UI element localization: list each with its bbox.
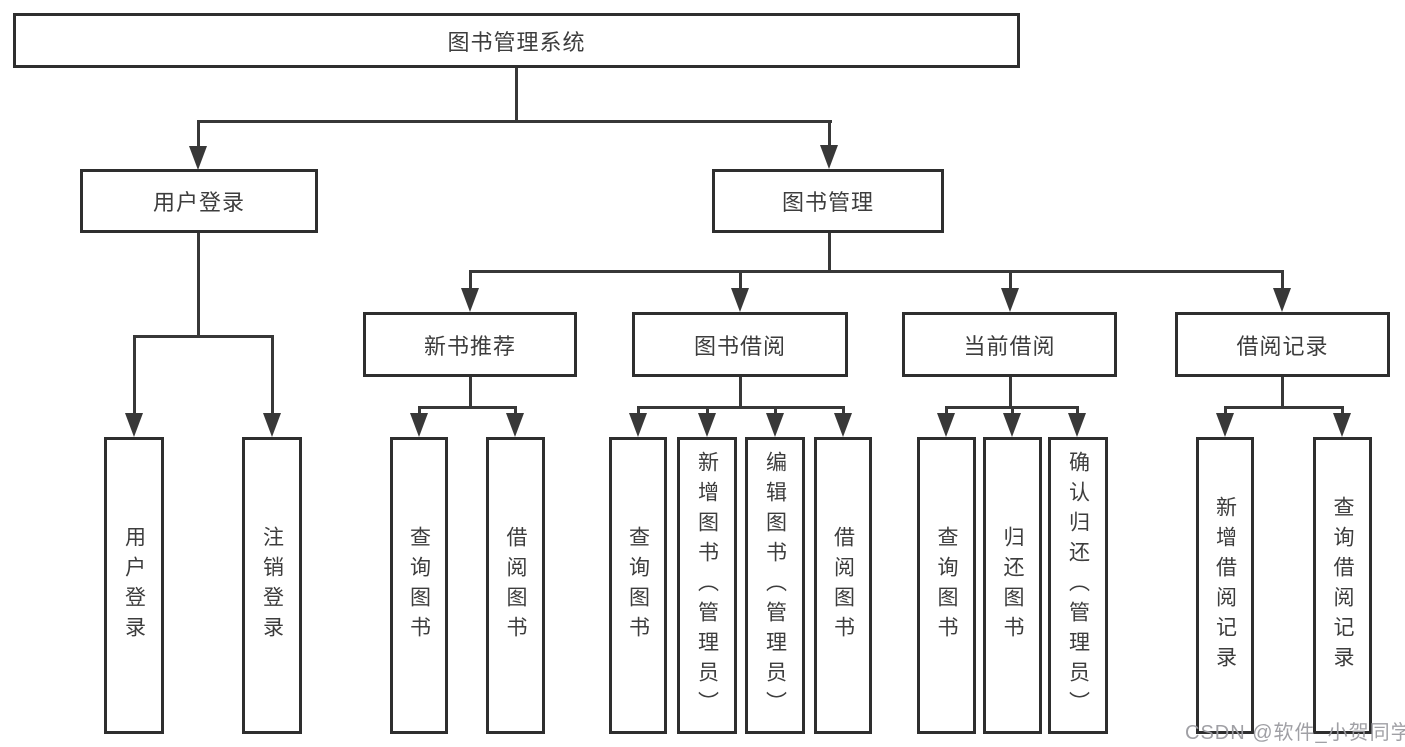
- node-book-borrow: 图书借阅: [632, 312, 848, 377]
- leaf-borrow-books-recommend: 借阅图书: [486, 437, 545, 734]
- arrowhead-icon: [1216, 413, 1234, 437]
- node-current-borrow: 当前借阅: [902, 312, 1117, 377]
- connector-vline: [197, 120, 200, 152]
- leaf-query-books-recommend: 查询图书: [390, 437, 448, 734]
- node-label: 查询图书: [407, 525, 431, 646]
- leaf-confirm-return-admin: 确认归还（管理员）: [1048, 437, 1108, 734]
- connector-hline: [133, 335, 274, 338]
- node-label: 新增借阅记录: [1213, 495, 1237, 676]
- arrowhead-icon: [834, 413, 852, 437]
- connector-vline: [739, 377, 742, 406]
- node-label: 借阅记录: [1236, 333, 1329, 359]
- node-root: 图书管理系统: [13, 13, 1020, 68]
- connector-vline: [1281, 270, 1284, 292]
- leaf-edit-book-admin: 编辑图书（管理员）: [745, 437, 805, 734]
- leaf-return-book: 归还图书: [983, 437, 1042, 734]
- connector-vline: [828, 120, 831, 152]
- node-label: 查询图书: [935, 525, 958, 646]
- node-label: 编辑图书（管理员）: [763, 450, 787, 721]
- leaf-query-borrow-record: 查询借阅记录: [1313, 437, 1372, 734]
- connector-hline: [1224, 406, 1344, 409]
- node-label: 图书管理系统: [447, 29, 586, 55]
- node-label: 新书推荐: [423, 333, 516, 359]
- connector-hline: [418, 406, 517, 409]
- node-label: 归还图书: [1001, 525, 1024, 646]
- connector-hline: [469, 270, 1284, 273]
- connector-vline: [197, 233, 200, 335]
- connector-vline: [469, 377, 472, 406]
- connector-hline: [197, 120, 832, 123]
- node-label: 新增图书（管理员）: [695, 450, 719, 721]
- connector-vline: [1009, 377, 1012, 406]
- connector-vline: [739, 270, 742, 292]
- arrowhead-icon: [1333, 413, 1351, 437]
- arrowhead-icon: [461, 288, 479, 312]
- arrowhead-icon: [410, 413, 428, 437]
- node-label: 图书借阅: [693, 333, 786, 359]
- arrowhead-icon: [1003, 413, 1021, 437]
- node-label: 当前借阅: [963, 333, 1056, 359]
- arrowhead-icon: [820, 145, 838, 169]
- node-label: 借阅图书: [831, 525, 855, 646]
- node-label: 图书管理: [781, 190, 874, 215]
- connector-vline: [1009, 270, 1012, 292]
- arrowhead-icon: [1068, 413, 1086, 437]
- arrowhead-icon: [263, 413, 281, 437]
- node-user-login: 用户登录: [80, 169, 318, 233]
- arrowhead-icon: [125, 413, 143, 437]
- node-book-management: 图书管理: [712, 169, 944, 233]
- csdn-watermark: CSDN @软件_小贺同学: [1185, 722, 1405, 744]
- arrowhead-icon: [629, 413, 647, 437]
- leaf-borrow-books-2: 借阅图书: [814, 437, 872, 734]
- connector-vline: [469, 270, 472, 292]
- node-label: 注销登录: [260, 525, 284, 646]
- node-label: 借阅图书: [504, 525, 527, 646]
- leaf-user-login: 用户登录: [104, 437, 164, 734]
- leaf-query-books-borrow: 查询图书: [609, 437, 667, 734]
- arrowhead-icon: [698, 413, 716, 437]
- leaf-add-borrow-record: 新增借阅记录: [1196, 437, 1254, 734]
- node-borrow-records: 借阅记录: [1175, 312, 1390, 377]
- connector-hline: [637, 406, 844, 409]
- connector-vline: [271, 335, 274, 417]
- leaf-add-book-admin: 新增图书（管理员）: [677, 437, 737, 734]
- connector-vline: [1281, 377, 1284, 406]
- arrowhead-icon: [1001, 288, 1019, 312]
- leaf-query-books-current: 查询图书: [917, 437, 976, 734]
- leaf-logout-login: 注销登录: [242, 437, 302, 734]
- connector-vline: [515, 68, 518, 120]
- node-label: 用户登录: [152, 190, 245, 215]
- arrowhead-icon: [731, 288, 749, 312]
- connector-vline: [828, 232, 831, 272]
- node-label: 确认归还（管理员）: [1066, 450, 1090, 721]
- node-label: 查询借阅记录: [1331, 495, 1354, 676]
- node-new-book-recommend: 新书推荐: [363, 312, 577, 377]
- arrowhead-icon: [937, 413, 955, 437]
- node-label: 用户登录: [122, 525, 146, 646]
- arrowhead-icon: [766, 413, 784, 437]
- arrowhead-icon: [506, 413, 524, 437]
- connector-vline: [133, 335, 136, 417]
- node-label: 查询图书: [626, 525, 650, 646]
- arrowhead-icon: [1273, 288, 1291, 312]
- arrowhead-icon: [189, 146, 207, 170]
